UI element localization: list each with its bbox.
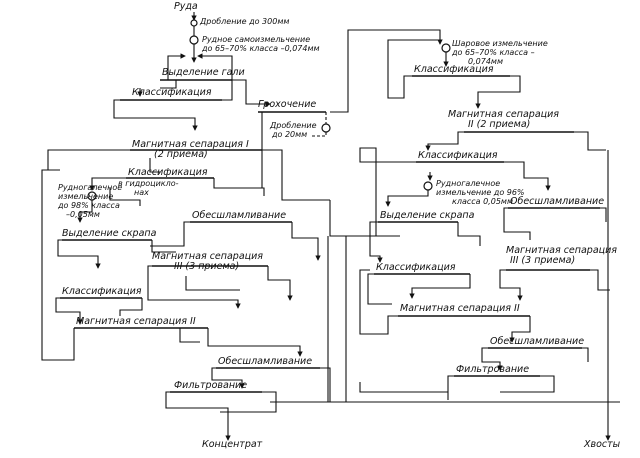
autogenous-mill-symbol bbox=[189, 35, 199, 45]
desliming-1-label: Обесшламливание bbox=[192, 210, 287, 221]
magsep-3-left-label-1: Магнитная сепарация bbox=[152, 251, 264, 262]
magsep-3-left-label-2: III (3 приема) bbox=[174, 261, 240, 272]
crushing-300-label: Дробление до 300мм bbox=[200, 17, 290, 26]
pebble-grinding-right-label-2: измельчение до 96% bbox=[436, 188, 525, 197]
right-branch-lines bbox=[270, 29, 620, 441]
classification-hydrocyclone-label-1: Классификация bbox=[128, 167, 208, 178]
concentrate-label: Концентрат bbox=[202, 439, 263, 450]
desliming-right-2-label: Обесшламливание bbox=[490, 336, 585, 347]
classification-1-label: Классификация bbox=[132, 87, 212, 98]
magsep-1-label-1: Магнитная сепарация I bbox=[132, 139, 249, 150]
classification-right-2-label: Классификация bbox=[418, 150, 498, 161]
crushing-20-label-1: Дробление bbox=[270, 121, 317, 130]
pebble-mill-right-symbol bbox=[423, 181, 433, 191]
magsep-3-right-label-1: Магнитная сепарация bbox=[506, 245, 618, 256]
ball-mill-symbol bbox=[441, 43, 451, 53]
autogenous-grinding-label-2: до 65–70% класса –0,074мм bbox=[202, 44, 320, 53]
classification-hydrocyclone-label-2: в гидроцикло- bbox=[118, 179, 179, 188]
pebble-grinding-left-label-4: –0,05мм bbox=[66, 210, 100, 219]
ore-label: Руда bbox=[174, 1, 198, 12]
classification-hydrocyclone-label-3: нах bbox=[134, 188, 149, 197]
left-branch-lines bbox=[41, 12, 364, 441]
classification-right-1-label: Классификация bbox=[414, 64, 494, 75]
ball-grinding-label-1: Шаровое измельчение bbox=[452, 39, 548, 48]
ball-grinding-label-3: 0,074мм bbox=[468, 57, 503, 66]
crushing-20-label-2: до 20мм bbox=[272, 130, 308, 139]
screening-label: Грохочение bbox=[258, 99, 317, 110]
pebble-removal-label: Выделение гали bbox=[162, 67, 245, 78]
magsep-1-label-2: (2 приема) bbox=[154, 149, 208, 160]
filtration-right-label: Фильтрование bbox=[456, 364, 530, 375]
magsep-2-left-label: Магнитная сепарация II bbox=[76, 316, 196, 327]
desliming-left-2-label: Обесшламливание bbox=[218, 356, 313, 367]
magsep-3-right-label-2: III (3 приема) bbox=[510, 255, 576, 266]
magsep-2-right-label-1: Магнитная сепарация bbox=[448, 109, 560, 120]
autogenous-grinding-label-1: Рудное самоизмельчение bbox=[202, 35, 311, 44]
magsep-2-right-label-2: II (2 приема) bbox=[468, 119, 531, 130]
classification-right-3-label: Классификация bbox=[376, 262, 456, 273]
filtration-left-label: Фильтрование bbox=[174, 380, 248, 391]
scrap-removal-left-label: Выделение скрапа bbox=[62, 228, 157, 239]
pebble-grinding-left-label-1: Рудногалечное bbox=[58, 183, 123, 192]
crusher-20-symbol bbox=[321, 123, 331, 133]
tailings-label: Хвосты bbox=[584, 439, 621, 450]
pebble-grinding-right-label-1: Рудногалечное bbox=[436, 179, 501, 188]
scrap-removal-right-label: Выделение скрапа bbox=[380, 210, 475, 221]
ball-grinding-label-2: до 65–70% класса – bbox=[452, 48, 535, 57]
pebble-grinding-left-label-2: измельчение bbox=[58, 192, 114, 201]
crusher-300-symbol bbox=[190, 19, 198, 27]
classification-left-2-label: Классификация bbox=[62, 286, 142, 297]
magsep-2-right-3-label: Магнитная сепарация II bbox=[400, 303, 520, 314]
pebble-grinding-left-label-3: до 98% класса bbox=[58, 201, 120, 210]
pebble-grinding-right-label-3: класса 0,05мм bbox=[452, 197, 513, 206]
desliming-right-1-label: Обесшламливание bbox=[510, 196, 605, 207]
